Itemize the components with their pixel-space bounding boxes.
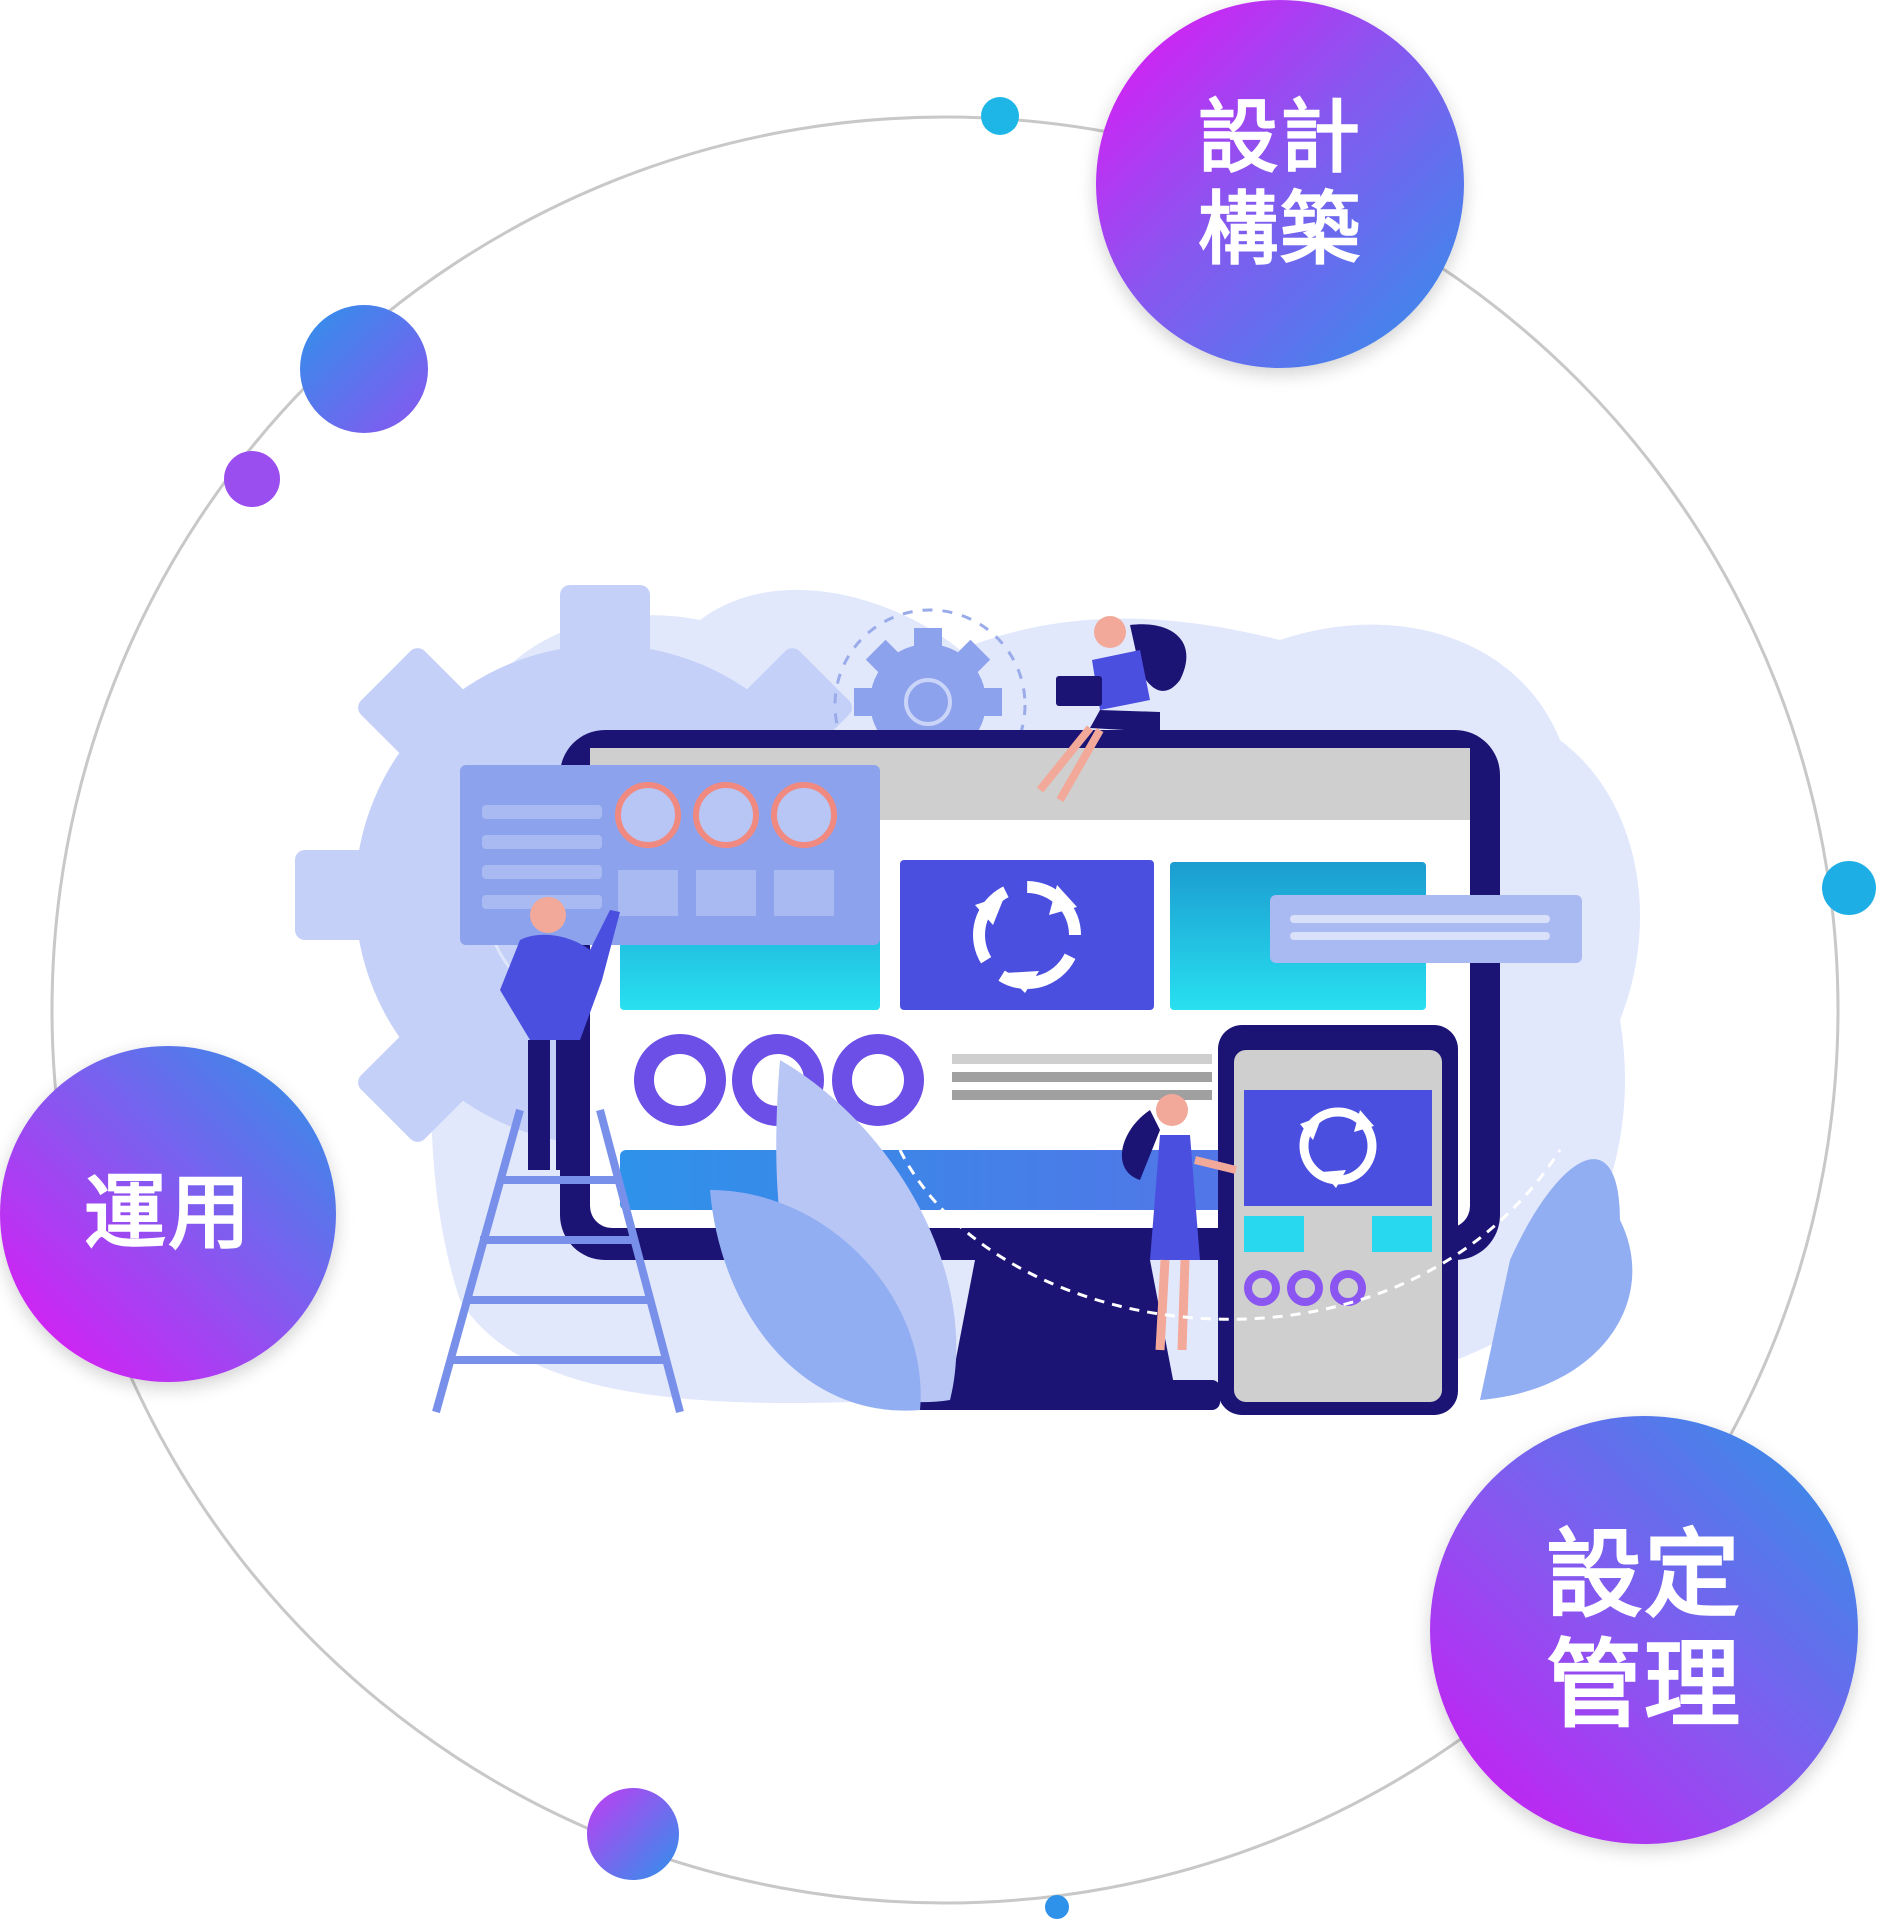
orbit-ring bbox=[50, 115, 1840, 1905]
dashboard-panel bbox=[460, 765, 880, 945]
refresh-icon bbox=[972, 880, 1082, 993]
node-label: 設計 bbox=[1198, 91, 1362, 184]
floating-bar bbox=[1270, 895, 1582, 963]
refresh-icon bbox=[1299, 1107, 1377, 1188]
orbit-dot bbox=[981, 97, 1019, 135]
person-on-ladder bbox=[500, 897, 620, 1170]
phone bbox=[1218, 1025, 1458, 1415]
node-design-build: 設計 構築 bbox=[1096, 0, 1464, 368]
node-config-management: 設定 管理 bbox=[1430, 1416, 1858, 1844]
dashed-arc bbox=[898, 1149, 1562, 1321]
person-standing bbox=[1121, 1094, 1237, 1351]
leaf bbox=[710, 1190, 921, 1411]
node-label: 運用 bbox=[83, 1165, 252, 1261]
node-label: 設定 bbox=[1546, 1518, 1742, 1631]
node-operation: 運用 bbox=[0, 1046, 336, 1382]
orbit-dot bbox=[224, 451, 280, 507]
person-with-laptop bbox=[1036, 616, 1187, 802]
orbit-dot bbox=[1822, 861, 1876, 915]
orbit-dot bbox=[1045, 1895, 1069, 1919]
node-label: 構築 bbox=[1198, 183, 1362, 276]
orbit-dot bbox=[587, 1788, 679, 1880]
orbit-dot bbox=[300, 305, 428, 433]
node-label: 管理 bbox=[1546, 1629, 1742, 1741]
ladder bbox=[432, 1108, 684, 1414]
leaf bbox=[1480, 1159, 1633, 1400]
